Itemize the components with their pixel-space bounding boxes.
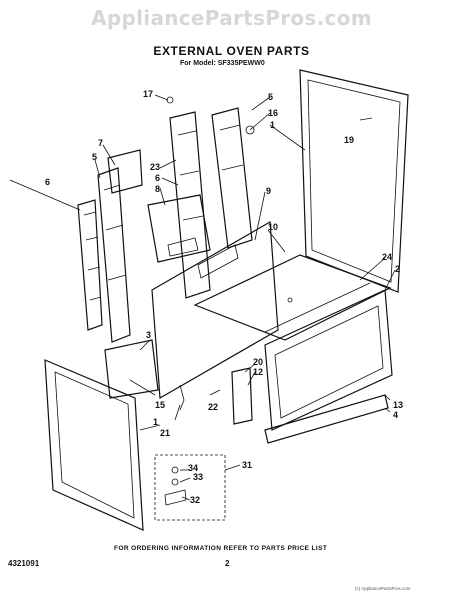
leader-lines (9, 94, 396, 501)
diagram-title: EXTERNAL OVEN PARTS (153, 44, 310, 58)
model-line: For Model: SF335PEWW0 (180, 60, 265, 67)
callout-3: 3 (146, 330, 151, 340)
callout-16: 16 (268, 108, 278, 118)
part-top-panel (193, 254, 392, 341)
callout-22: 22 (208, 402, 218, 412)
callout-7: 7 (98, 138, 103, 148)
callout-4: 4 (393, 410, 398, 420)
part-leveler-kit-box (154, 454, 226, 521)
callout-2: 2 (395, 264, 400, 274)
part-bottom-rail (104, 339, 159, 399)
part-bracket-7 (107, 149, 143, 194)
document-number: 4321091 (8, 559, 40, 568)
callout-5-top: 5 (268, 92, 273, 102)
callout-10: 10 (268, 222, 278, 232)
callout-33: 33 (193, 472, 203, 482)
callout-9: 9 (266, 186, 271, 196)
callout-5-left: 5 (92, 152, 97, 162)
callout-13: 13 (393, 400, 403, 410)
part-kick-plate (264, 394, 389, 444)
callout-21: 21 (160, 428, 170, 438)
part-side-panel-left (44, 359, 144, 531)
callout-8: 8 (155, 184, 160, 194)
part-control-housing (147, 194, 211, 263)
callout-19: 19 (344, 135, 354, 145)
callout-6-center: 6 (155, 173, 160, 183)
callout-17: 17 (143, 89, 153, 99)
callout-34: 34 (188, 463, 198, 473)
callout-23: 23 (150, 162, 160, 172)
callout-32: 32 (190, 495, 200, 505)
callout-24: 24 (382, 252, 392, 262)
leveler-leg-21 (179, 384, 185, 411)
callout-12: 12 (253, 367, 263, 377)
part-front-frame (264, 289, 393, 431)
part-hinge-bracket (231, 367, 253, 425)
part-rail-right (211, 107, 253, 249)
ordering-note: FOR ORDERING INFORMATION REFER TO PARTS … (114, 545, 328, 552)
callout-15: 15 (155, 400, 165, 410)
callout-6-left: 6 (45, 177, 50, 187)
part-side-panel-right (299, 69, 409, 293)
watermark: AppliancePartsPros.com (91, 6, 372, 30)
callout-20: 20 (253, 357, 263, 367)
page-number: 2 (225, 559, 230, 568)
part-center-rail (169, 111, 211, 299)
callout-1-top: 1 (270, 120, 275, 130)
callout-31: 31 (242, 460, 252, 470)
part-rail-left-inner (97, 167, 131, 343)
part-back-panel (151, 221, 279, 399)
callout-1-bottom: 1 (153, 417, 158, 427)
part-side-rail-left (77, 199, 103, 331)
clip-16 (245, 125, 255, 135)
credit: (c) AppliancePartsPros.com (355, 586, 411, 591)
